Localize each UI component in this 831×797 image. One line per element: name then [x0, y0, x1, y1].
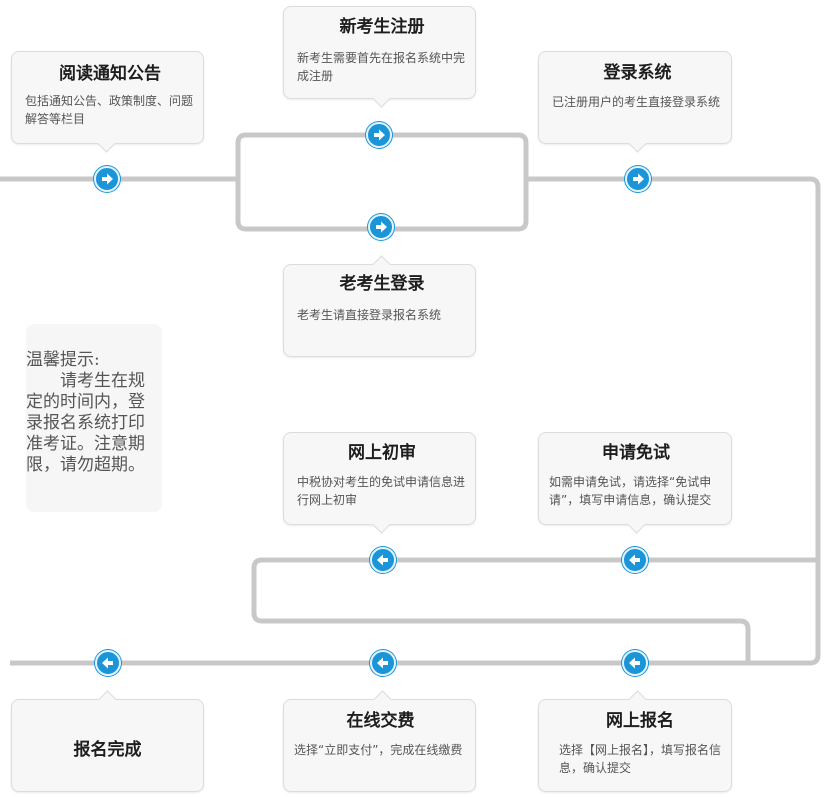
step-description: 选择“立即支付”，完成在线缴费 [294, 743, 463, 757]
step-title: 在线交费 [346, 711, 415, 731]
step-new-register: 新考生注册 新考生需要首先在报名系统中完成注册 [283, 6, 476, 108]
step-online-review: 网上初审 中税协对考生的免试申请信息进行网上初审 [283, 432, 476, 534]
arrow-left-circle-icon [622, 650, 648, 676]
step-description: 如需申请免试，请选择“免试申请”，填写申请信息，确认提交 [549, 475, 712, 507]
arrow-left-circle-icon [622, 547, 648, 573]
arrow-right-circle-icon [625, 166, 651, 192]
step-apply-exempt: 申请免试 如需申请免试，请选择“免试申请”，填写申请信息，确认提交 [538, 432, 732, 534]
arrow-left-circle-icon [95, 650, 121, 676]
step-done: 报名完成 [11, 690, 204, 792]
tip-body: 请考生在规定的时间内，登录报名系统打印准考证。注意期限，请勿超期。 [26, 371, 145, 475]
step-title: 申请免试 [602, 443, 670, 463]
step-description: 选择【网上报名】，填写报名信息，确认提交 [559, 743, 722, 775]
step-description: 新考生需要首先在报名系统中完成注册 [297, 51, 466, 83]
step-title: 登录系统 [603, 63, 672, 83]
tip-heading: 温馨提示: [26, 350, 100, 370]
step-description: 老考生请直接登录报名系统 [297, 308, 442, 322]
arrow-left-circle-icon [370, 547, 396, 573]
step-description: 已注册用户的考生直接登录系统 [552, 95, 721, 109]
step-online-pay: 在线交费 选择“立即支付”，完成在线缴费 [283, 690, 476, 792]
step-title: 新考生注册 [339, 17, 425, 37]
step-old-login: 老考生登录 老考生请直接登录报名系统 [283, 255, 476, 357]
step-description: 中税协对考生的免试申请信息进行网上初审 [297, 475, 466, 507]
arrow-right-circle-icon [366, 122, 392, 148]
step-description: 包括通知公告、政策制度、问题解答等栏目 [25, 94, 194, 126]
step-read-notice: 阅读通知公告 包括通知公告、政策制度、问题解答等栏目 [11, 51, 204, 153]
step-title: 老考生登录 [339, 274, 425, 294]
arrow-right-circle-icon [94, 166, 120, 192]
step-title: 阅读通知公告 [59, 64, 161, 84]
arrow-right-circle-icon [368, 214, 394, 240]
step-online-signup: 网上报名 选择【网上报名】，填写报名信息，确认提交 [538, 690, 732, 792]
step-login: 登录系统 已注册用户的考生直接登录系统 [538, 51, 732, 153]
step-title: 网上报名 [606, 711, 674, 731]
step-title: 报名完成 [73, 740, 142, 760]
step-title: 网上初审 [348, 443, 416, 463]
arrow-left-circle-icon [370, 650, 396, 676]
tip-box: 温馨提示: 请考生在规定的时间内，登录报名系统打印准考证。注意期限，请勿超期。 [26, 324, 162, 512]
